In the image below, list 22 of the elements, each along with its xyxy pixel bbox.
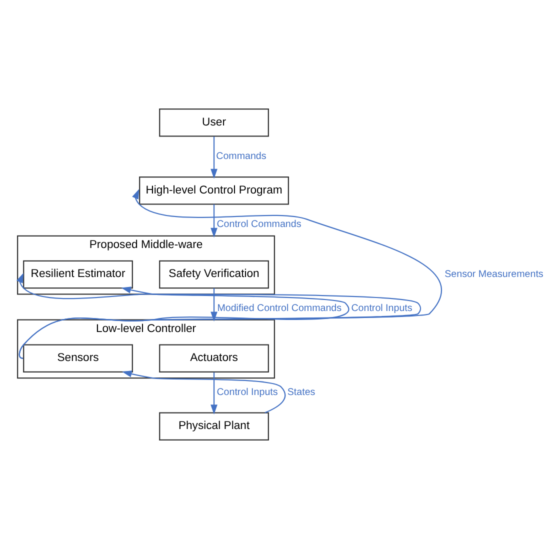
arrow: [122, 370, 286, 413]
node-box: Safety Verification: [159, 260, 269, 288]
node-box: Actuators: [159, 344, 269, 372]
edge-label: Control Inputs: [216, 386, 278, 398]
node-box: User: [159, 108, 269, 136]
node-box: High-level Control Program: [139, 176, 290, 204]
arrow: [210, 288, 218, 322]
edge-label: States: [287, 386, 316, 398]
arrow: [210, 372, 218, 414]
edge-label: Sensor Measurements: [444, 268, 544, 280]
arrow: [16, 272, 420, 358]
edge-label: Commands: [216, 150, 266, 162]
edge-label: Control Commands: [216, 218, 302, 230]
node-box: Physical Plant: [159, 412, 269, 440]
arrow: [210, 136, 218, 178]
node-box: Resilient Estimator: [23, 260, 133, 288]
edge-label: Control Inputs: [351, 302, 412, 314]
edge-label: Modified Control Commands: [217, 302, 342, 314]
arrow: [19, 188, 442, 358]
arrow: [121, 286, 349, 320]
node-box: Sensors: [23, 344, 133, 372]
arrow: [210, 204, 218, 238]
